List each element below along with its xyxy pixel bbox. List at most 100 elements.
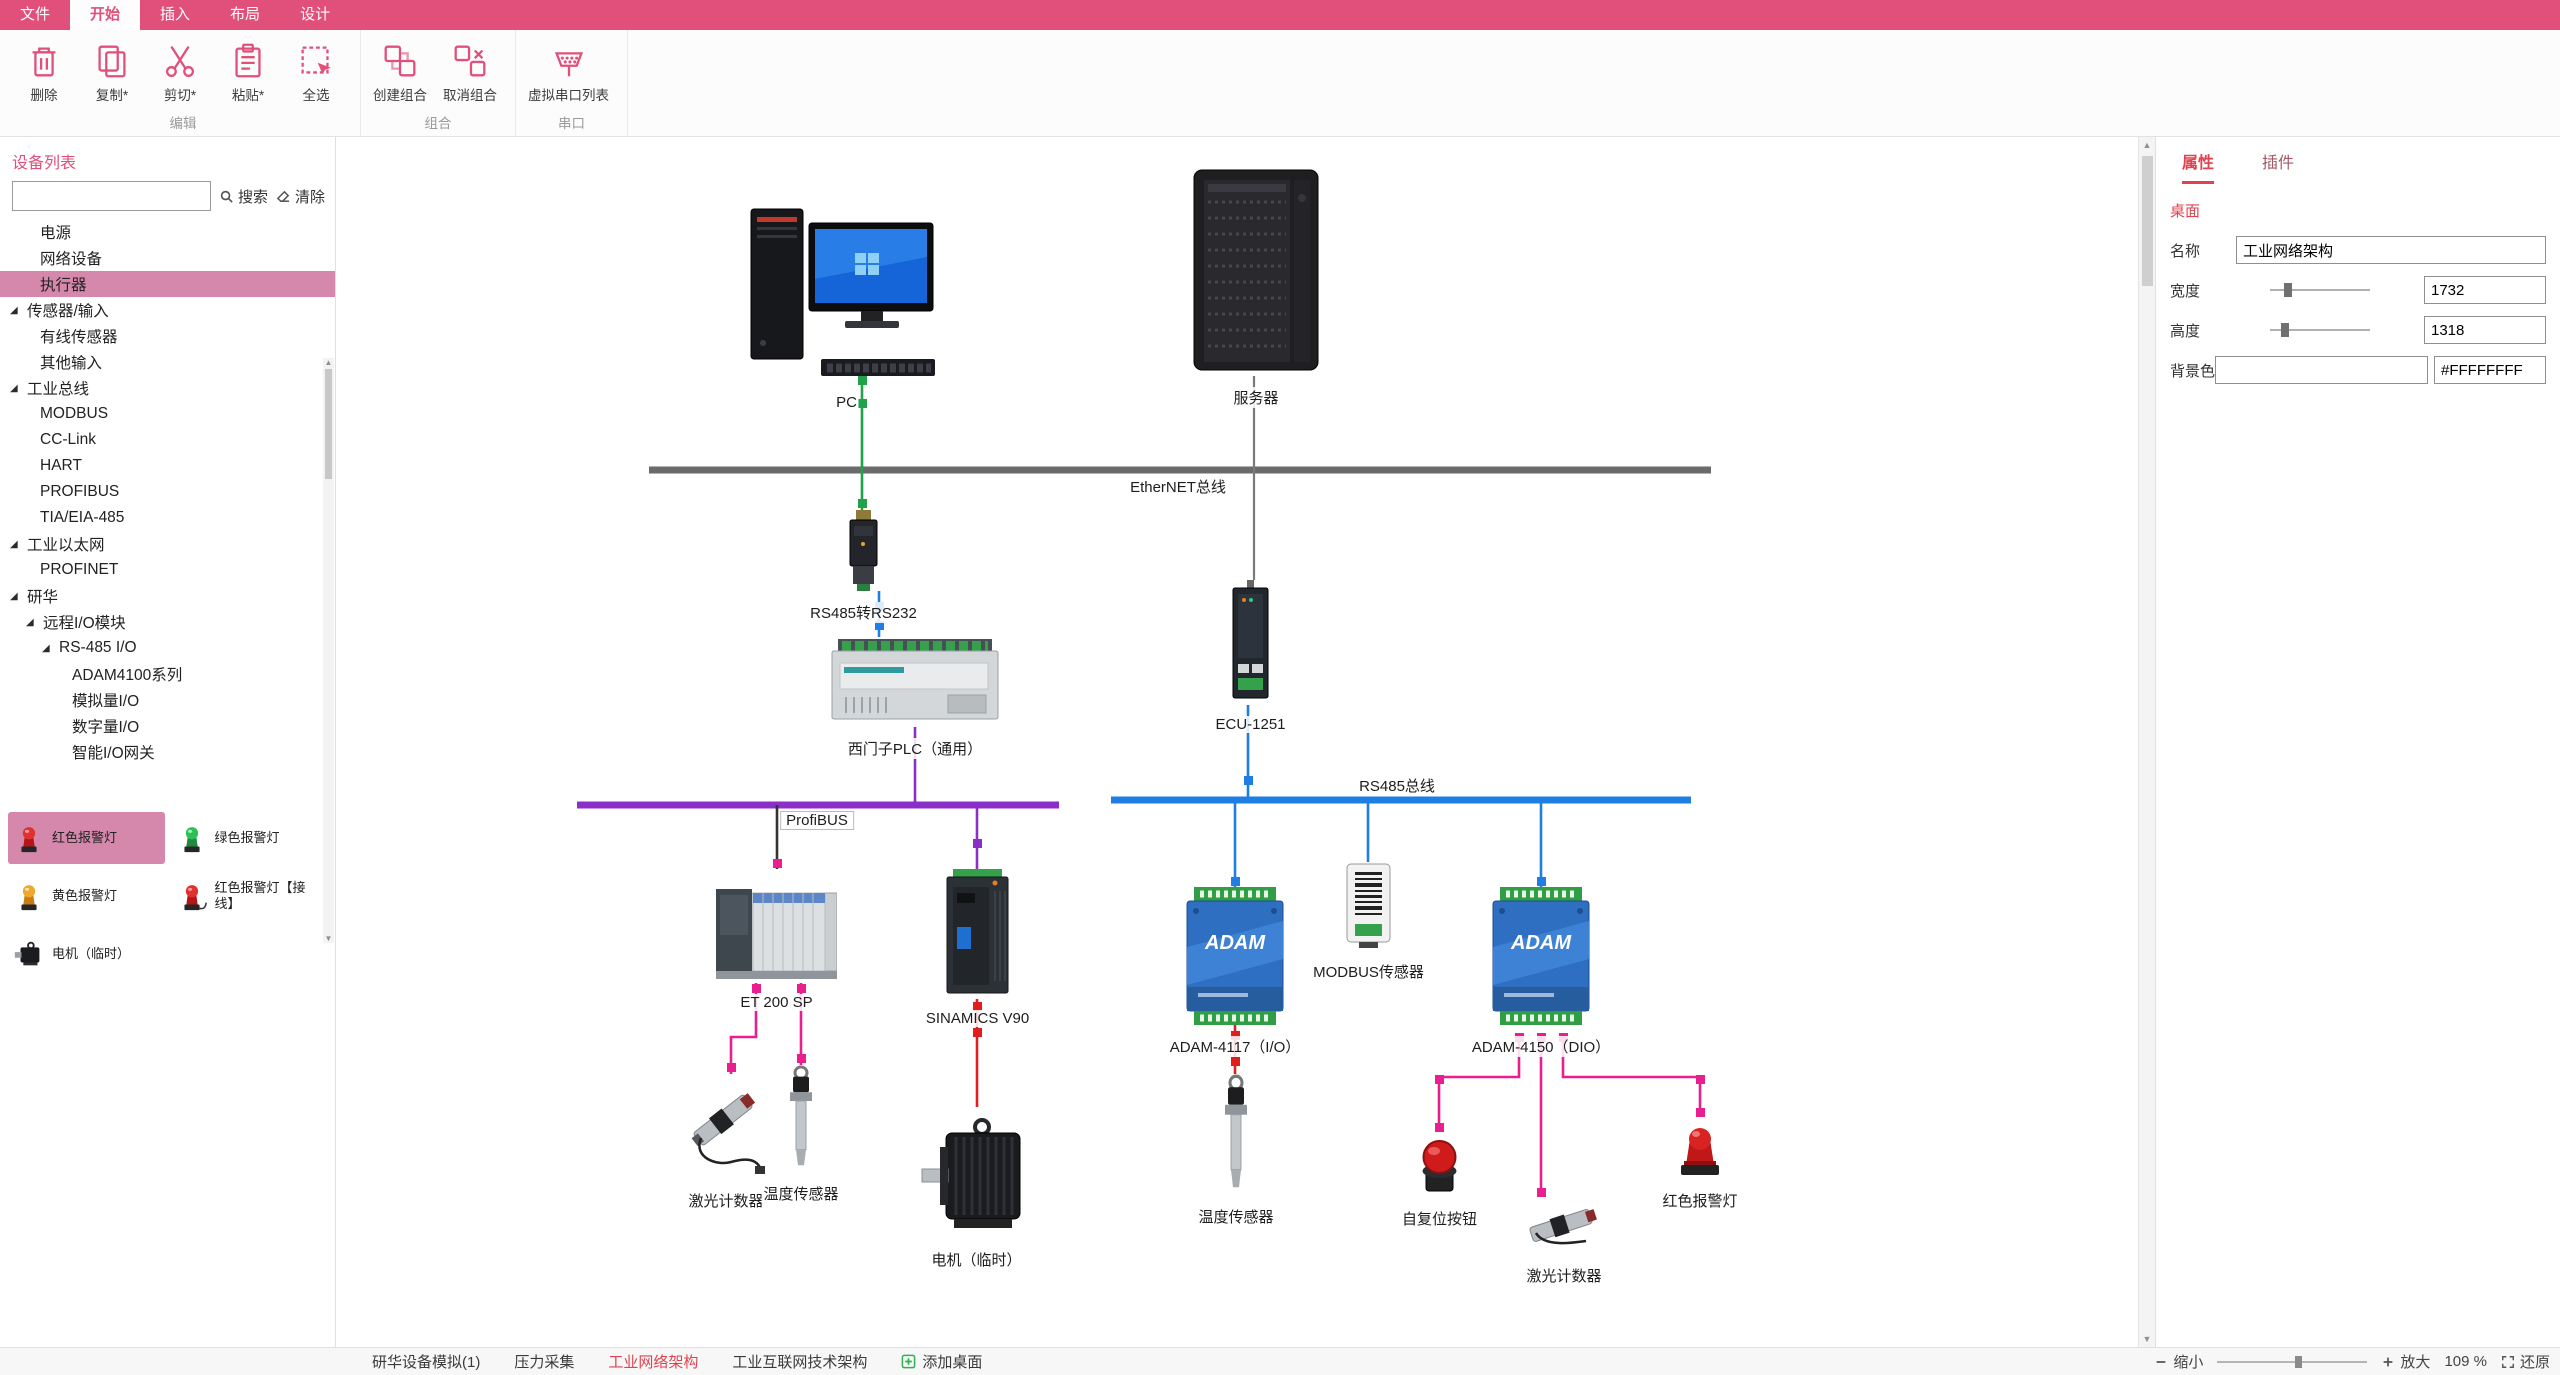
scroll-down-icon[interactable]: ▼ (2142, 1334, 2152, 1344)
scroll-thumb[interactable] (325, 369, 332, 479)
canvas-node-rs485-converter[interactable]: RS485转RS232 (808, 510, 919, 623)
device-search-input[interactable] (12, 181, 211, 211)
tab-properties[interactable]: 属性 (2182, 149, 2215, 184)
desktop-tab-2[interactable]: 工业网络架构 (608, 1354, 699, 1371)
height-slider[interactable] (2270, 323, 2370, 337)
scroll-down-icon[interactable]: ▼ (324, 934, 333, 943)
width-input[interactable] (2424, 276, 2546, 304)
tree-expander-icon[interactable]: ◢ (42, 642, 50, 654)
design-canvas[interactable]: EtherNET总线 ProfiBUS RS485总线 (336, 137, 2155, 1347)
select-all-button[interactable]: 全选 (290, 40, 342, 104)
canvas-node-et200sp[interactable]: ET 200 SP (715, 869, 838, 1011)
canvas-node-adam-4117[interactable]: ADAM ADAM-4117（I/O） (1167, 887, 1303, 1057)
menu-tab-3[interactable]: 布局 (230, 6, 261, 23)
create-group-button[interactable]: 创建组合 (373, 40, 427, 104)
tree-item-2[interactable]: 执行器 (0, 271, 335, 297)
canvas-node-laser-counter-1[interactable]: 激光计数器 (686, 1074, 766, 1211)
tree-expander-icon[interactable]: ◢ (10, 382, 18, 394)
canvas-node-modbus-sensor[interactable]: MODBUS传感器 (1311, 862, 1426, 982)
servo-drive-icon (946, 869, 1009, 994)
tree-item-1[interactable]: 网络设备 (0, 245, 335, 271)
lamp-yellow-icon (12, 879, 46, 913)
canvas-node-sinamics-v90[interactable]: SINAMICS V90 (923, 869, 1032, 1027)
palette-item-4[interactable]: 电机（临时） (8, 928, 165, 980)
scroll-thumb[interactable] (2141, 156, 2153, 286)
palette-item-3[interactable]: 红色报警灯【接线】 (171, 870, 328, 922)
canvas-node-adam-4150[interactable]: ADAM ADAM-4150（DIO） (1469, 887, 1613, 1057)
menu-tab-4[interactable]: 设计 (300, 6, 331, 23)
canvas-node-laser-counter-2[interactable]: 激光计数器 (1524, 1197, 1604, 1286)
scroll-up-icon[interactable]: ▲ (324, 358, 333, 367)
tree-item-3[interactable]: ◢传感器/输入 (0, 297, 335, 323)
tree-item-14[interactable]: ◢研华 (0, 583, 335, 609)
canvas-node-siemens-plc[interactable]: 西门子PLC（通用） (830, 637, 1000, 759)
menu-tab-0[interactable]: 文件 (20, 6, 51, 23)
canvas-node-temp-sensor-1[interactable]: 温度传感器 (761, 1065, 841, 1204)
menu-tab-1[interactable]: 开始 (70, 0, 141, 30)
tree-expander-icon[interactable]: ◢ (26, 616, 34, 628)
virtual-serial-list-button[interactable]: 虚拟串口列表 (528, 40, 609, 104)
clear-button[interactable]: 清除 (276, 186, 325, 207)
canvas-node-red-alarm-lamp[interactable]: 红色报警灯 (1660, 1117, 1740, 1211)
tree-item-4[interactable]: 有线传感器 (0, 323, 335, 349)
delete-button[interactable]: 删除 (18, 40, 70, 104)
ungroup-button[interactable]: 取消组合 (443, 40, 497, 104)
desktop-tab-1[interactable]: 压力采集 (514, 1354, 575, 1371)
width-slider[interactable] (2270, 283, 2370, 297)
tree-item-12[interactable]: ◢工业以太网 (0, 531, 335, 557)
tree-item-19[interactable]: 数字量I/O (0, 713, 335, 739)
add-desktop-button[interactable]: 添加桌面 (901, 1351, 982, 1372)
tree-item-7[interactable]: MODBUS (0, 401, 335, 427)
desktop-name-input[interactable] (2236, 236, 2546, 264)
palette-item-0[interactable]: 红色报警灯 (8, 812, 165, 864)
tree-item-18[interactable]: 模拟量I/O (0, 687, 335, 713)
background-color-swatch[interactable] (2215, 356, 2428, 384)
scroll-up-icon[interactable]: ▲ (2142, 140, 2152, 150)
tree-expander-icon[interactable]: ◢ (10, 304, 18, 316)
zoom-slider[interactable] (2217, 1355, 2368, 1369)
node-label: PC (834, 394, 859, 411)
background-color-input[interactable] (2434, 356, 2546, 384)
desktop-tab-3[interactable]: 工业互联网技术架构 (732, 1354, 868, 1371)
tree-item-8[interactable]: CC-Link (0, 427, 335, 453)
canvas-node-server[interactable]: 服务器 (1188, 168, 1324, 408)
tree-item-0[interactable]: 电源 (0, 219, 335, 245)
tree-item-10[interactable]: PROFIBUS (0, 479, 335, 505)
tab-plugins[interactable]: 插件 (2262, 155, 2295, 172)
palette-item-1[interactable]: 绿色报警灯 (171, 812, 328, 864)
tree-item-9[interactable]: HART (0, 453, 335, 479)
zoom-out-button[interactable]: 缩小 (2154, 1351, 2203, 1372)
canvas-node-motor[interactable]: 电机（临时） (920, 1107, 1033, 1270)
menu-tab-2[interactable]: 插入 (160, 6, 191, 23)
tree-expander-icon[interactable]: ◢ (10, 590, 18, 602)
canvas-node-ecu-1251[interactable]: ECU-1251 (1213, 580, 1288, 733)
tree-expander-icon[interactable]: ◢ (10, 538, 18, 550)
reset-view-button[interactable]: 还原 (2501, 1351, 2550, 1372)
canvas-node-pc[interactable]: PC (749, 193, 944, 411)
search-button[interactable]: 搜索 (219, 186, 268, 207)
palette-item-2[interactable]: 黄色报警灯 (8, 870, 165, 922)
zoom-in-button[interactable]: 放大 (2381, 1351, 2430, 1372)
tree-item-11[interactable]: TIA/EIA-485 (0, 505, 335, 531)
clipboard-icon (227, 40, 269, 82)
height-input[interactable] (2424, 316, 2546, 344)
tree-item-5[interactable]: 其他输入 (0, 349, 335, 375)
canvas-node-temp-sensor-2[interactable]: 温度传感器 (1196, 1074, 1276, 1227)
canvas-node-reset-button[interactable]: 自复位按钮 (1399, 1131, 1480, 1229)
ribbon-button-label: 删除 (30, 88, 58, 103)
tree-item-13[interactable]: PROFINET (0, 557, 335, 583)
canvas-vertical-scrollbar[interactable]: ▲ ▼ (2138, 137, 2155, 1347)
ribbon-button-label: 取消组合 (443, 88, 497, 103)
tree-item-16[interactable]: ◢RS-485 I/O (0, 635, 335, 661)
desktop-tab-0[interactable]: 研华设备模拟(1) (372, 1354, 481, 1371)
cut-button[interactable]: 剪切* (154, 40, 206, 104)
background-color-label: 背景色 (2170, 362, 2216, 380)
zoom-slider-thumb[interactable] (2295, 1355, 2303, 1368)
tree-item-6[interactable]: ◢工业总线 (0, 375, 335, 401)
tree-item-15[interactable]: ◢远程I/O模块 (0, 609, 335, 635)
tree-scrollbar[interactable]: ▲ ▼ (323, 358, 334, 943)
tree-item-17[interactable]: ADAM4100系列 (0, 661, 335, 687)
paste-button[interactable]: 粘贴* (222, 40, 274, 104)
copy-button[interactable]: 复制* (86, 40, 138, 104)
tree-item-20[interactable]: 智能I/O网关 (0, 739, 335, 765)
